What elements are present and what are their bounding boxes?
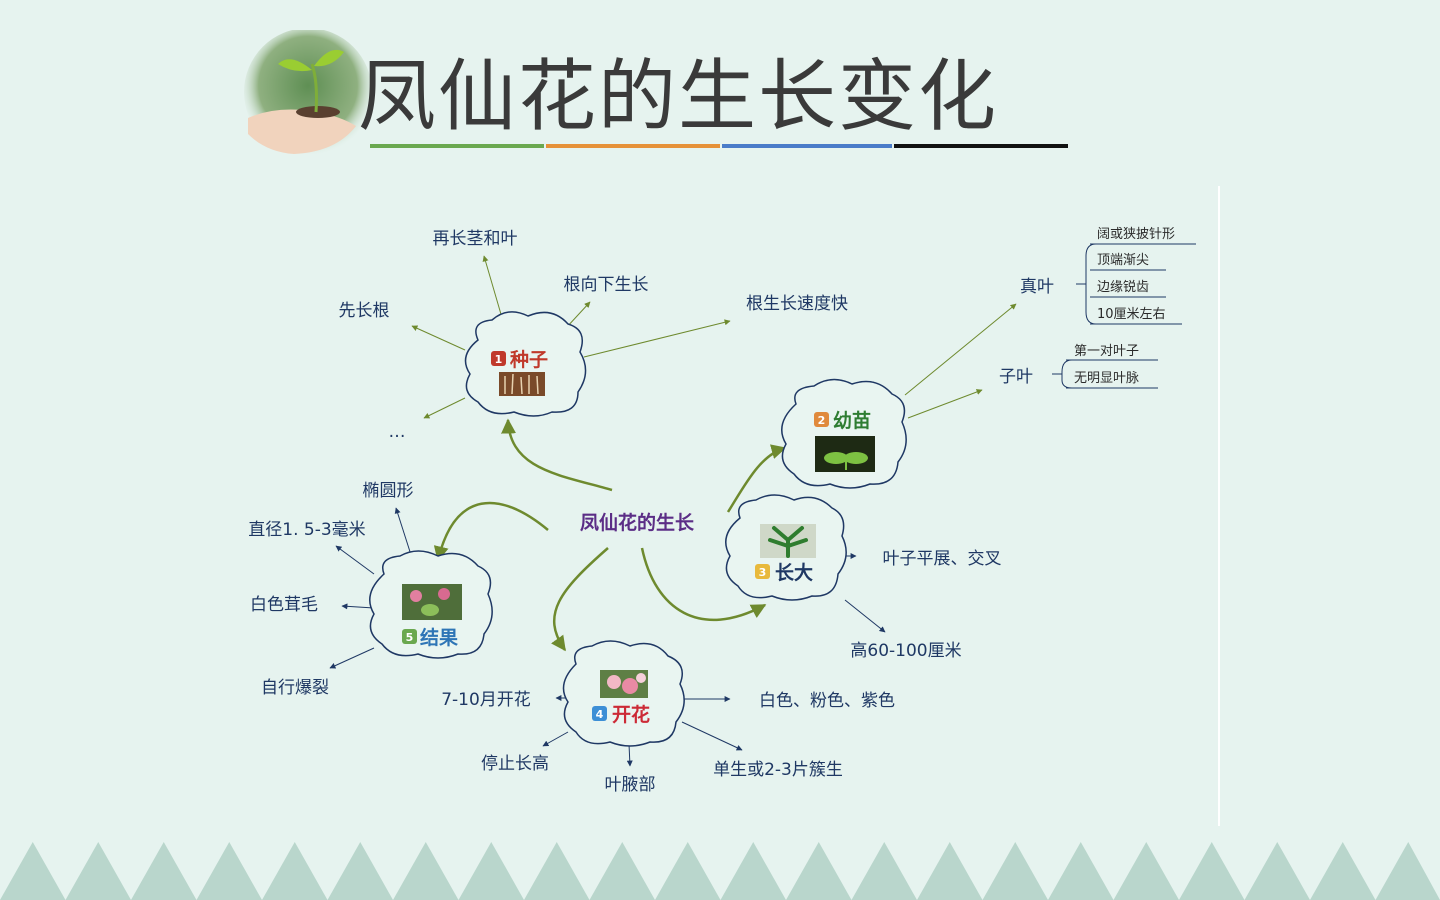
title-underline: [370, 144, 1068, 148]
stage-badge-grow: 3: [755, 564, 770, 579]
grow-item: 高60-100厘米: [850, 641, 961, 661]
border-triangle: [589, 842, 655, 900]
border-triangle: [851, 842, 917, 900]
border-triangle: [65, 842, 131, 900]
seed-item: 再长茎和叶: [433, 229, 518, 249]
flower-item: 停止长高: [481, 754, 549, 774]
cotyledon-detail: 第一对叶子: [1074, 344, 1139, 359]
border-triangle: [982, 842, 1048, 900]
true-leaf-detail: 边缘锐齿: [1097, 280, 1149, 295]
svg-text:3: 3: [759, 566, 767, 579]
branch-grow: [640, 547, 767, 622]
border-triangle: [262, 842, 328, 900]
seed-item: 根生长速度快: [746, 294, 848, 314]
stage-node-seedling: [781, 378, 907, 489]
stage-badge-seedling: 2: [814, 412, 829, 427]
seed-item: 先长根: [339, 301, 390, 321]
border-triangle: [327, 842, 393, 900]
grow-item: 叶子平展、交叉: [883, 549, 1002, 569]
fruit-item: 直径1. 5-3毫米: [248, 520, 365, 540]
branch-flower: [551, 547, 609, 652]
triangle-border: [0, 842, 1440, 900]
flower-image: [600, 670, 648, 698]
seedling-image: [815, 436, 875, 472]
center-topic: 凤仙花的生长: [580, 511, 695, 534]
stage-node-seed: [464, 311, 587, 417]
border-triangle: [393, 842, 459, 900]
flower-item: 叶腋部: [605, 775, 656, 795]
flower-item: 白色、粉色、紫色: [759, 691, 895, 711]
fruit-item: 自行爆裂: [261, 678, 329, 698]
cotyledon-detail: 无明显叶脉: [1074, 371, 1139, 386]
stage-badge-flower: 4: [592, 706, 607, 721]
border-triangle: [196, 842, 262, 900]
flower-item: 7-10月开花: [441, 690, 531, 710]
svg-text:4: 4: [596, 708, 604, 721]
branch-seedling: [726, 444, 787, 513]
flower-item: 单生或2-3片簇生: [713, 760, 843, 780]
border-triangle: [1310, 842, 1376, 900]
border-triangle: [720, 842, 786, 900]
branch-fruit: [433, 501, 549, 562]
border-triangle: [1048, 842, 1114, 900]
seed-item: 根向下生长: [564, 275, 649, 295]
border-triangle: [1113, 842, 1179, 900]
border-triangle: [131, 842, 197, 900]
border-triangle: [655, 842, 721, 900]
grow-image: [760, 524, 816, 558]
stage-label-seedling: 幼苗: [833, 409, 871, 432]
seed-item: …: [389, 422, 406, 442]
border-triangle: [1375, 842, 1440, 900]
seedling-item-true-leaf: 真叶: [1020, 277, 1054, 297]
border-triangle: [786, 842, 852, 900]
true-leaf-detail: 阔或狭披针形: [1097, 227, 1175, 242]
fruit-item: 白色茸毛: [250, 595, 318, 615]
border-triangle: [1244, 842, 1310, 900]
seedling-item-cotyledon: 子叶: [999, 367, 1033, 387]
fruit-image: [402, 584, 462, 620]
true-leaf-detail: 10厘米左右: [1097, 307, 1166, 322]
svg-text:1: 1: [495, 353, 503, 366]
border-triangle: [524, 842, 590, 900]
border-triangle: [917, 842, 983, 900]
stage-label-fruit: 结果: [420, 626, 458, 649]
border-triangle: [0, 842, 66, 900]
seedling-hand-logo: [244, 30, 372, 156]
fruit-item: 椭圆形: [363, 481, 414, 501]
vertical-divider: [1218, 186, 1220, 826]
stage-badge-fruit: 5: [402, 629, 417, 644]
svg-text:5: 5: [406, 631, 414, 644]
border-triangle: [1179, 842, 1245, 900]
seed-image: [499, 372, 545, 396]
stage-label-seed: 种子: [509, 349, 548, 371]
true-leaf-detail: 顶端渐尖: [1097, 253, 1149, 268]
stage-label-grow: 长大: [775, 561, 813, 584]
stage-label-flower: 开花: [612, 703, 650, 726]
svg-text:2: 2: [818, 414, 826, 427]
branch-seed: [501, 418, 613, 492]
stage-badge-seed: 1: [491, 351, 506, 366]
page-title: 凤仙花的生长变化: [358, 52, 999, 142]
border-triangle: [458, 842, 524, 900]
